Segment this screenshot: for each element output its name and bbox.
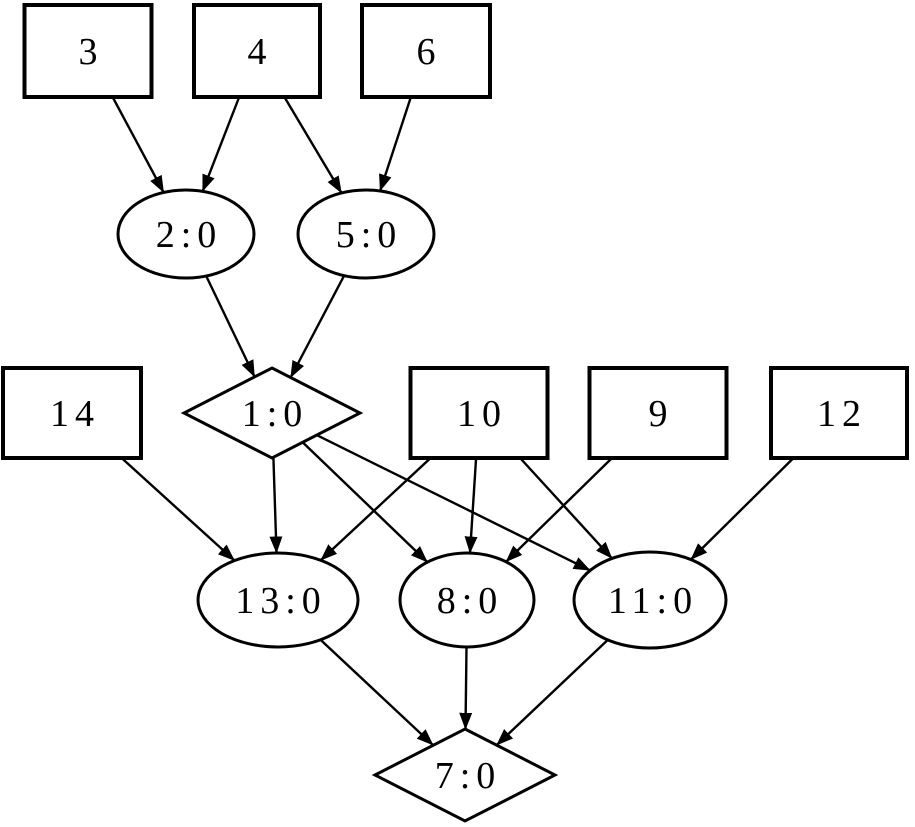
edges-layer [111, 96, 795, 747]
diamond-shape [371, 727, 559, 823]
node-label: 4 [248, 31, 273, 73]
node-11-0: 11:0 [572, 550, 728, 650]
node-7-0: 7:0 [371, 727, 559, 823]
edge-6-to-5-0 [378, 96, 413, 192]
node-12: 12 [769, 366, 909, 460]
node-label: 8:0 [437, 580, 504, 622]
edge-8-0-to-7-0 [459, 646, 473, 730]
rect-shape [360, 3, 492, 99]
node-label: 9 [649, 393, 674, 435]
edge-2-0-to-1-0 [205, 275, 256, 378]
edge-4-to-5-0 [283, 96, 343, 194]
node-2-0: 2:0 [116, 188, 256, 280]
ellipse-shape [196, 551, 360, 649]
edge-10-to-11-0 [519, 457, 613, 560]
node-4: 4 [192, 3, 322, 99]
node-label: 5:0 [336, 214, 403, 256]
node-9: 9 [587, 366, 729, 460]
edge-9-to-8-0 [505, 457, 613, 563]
node-1-0: 1:0 [180, 366, 364, 460]
ellipse-shape [116, 188, 256, 280]
node-label: 11:0 [608, 580, 698, 622]
edge-10-to-8-0 [464, 457, 478, 554]
edge-1-0-to-8-0 [301, 441, 429, 563]
node-10: 10 [408, 366, 550, 460]
edge-4-to-2-0 [201, 96, 241, 192]
node-label: 7:0 [435, 755, 502, 797]
node-3: 3 [22, 3, 154, 99]
node-label: 6 [417, 31, 442, 73]
node-label: 14 [50, 393, 100, 435]
node-13-0: 13:0 [196, 551, 360, 649]
edge-1-0-to-13-0 [269, 457, 283, 554]
nodes-layer: 3 4 6 2:0 5:0 14 1:0 10 9 12 13:0 8:0 11:0 7:0 [1, 3, 909, 823]
diamond-shape [180, 366, 364, 460]
edge-10-to-13-0 [319, 457, 432, 562]
edge-5-0-to-1-0 [289, 275, 346, 379]
node-8-0: 8:0 [398, 551, 536, 649]
edge-12-to-11-0 [690, 457, 795, 561]
node-label: 1:0 [242, 393, 309, 435]
node-label: 13:0 [235, 580, 327, 622]
node-5-0: 5:0 [296, 188, 436, 280]
edge-11-0-to-7-0 [495, 639, 609, 746]
node-6: 6 [360, 3, 492, 99]
edge-1-0-to-11-0 [316, 434, 591, 572]
edge-3-to-2-0 [111, 96, 165, 193]
rect-shape [192, 3, 322, 99]
node-label: 3 [79, 31, 104, 73]
node-label: 10 [457, 393, 507, 435]
ellipse-shape [398, 551, 536, 649]
ellipse-shape [296, 188, 436, 280]
edge-13-0-to-7-0 [319, 638, 435, 747]
edge-14-to-13-0 [120, 457, 236, 562]
node-label: 12 [817, 393, 867, 435]
rect-shape [1, 366, 143, 460]
rect-shape [587, 366, 729, 460]
rect-shape [769, 366, 909, 460]
rect-shape [22, 3, 154, 99]
node-14: 14 [1, 366, 143, 460]
rect-shape [408, 366, 550, 460]
ellipse-shape [572, 550, 728, 650]
node-label: 2:0 [156, 214, 223, 256]
